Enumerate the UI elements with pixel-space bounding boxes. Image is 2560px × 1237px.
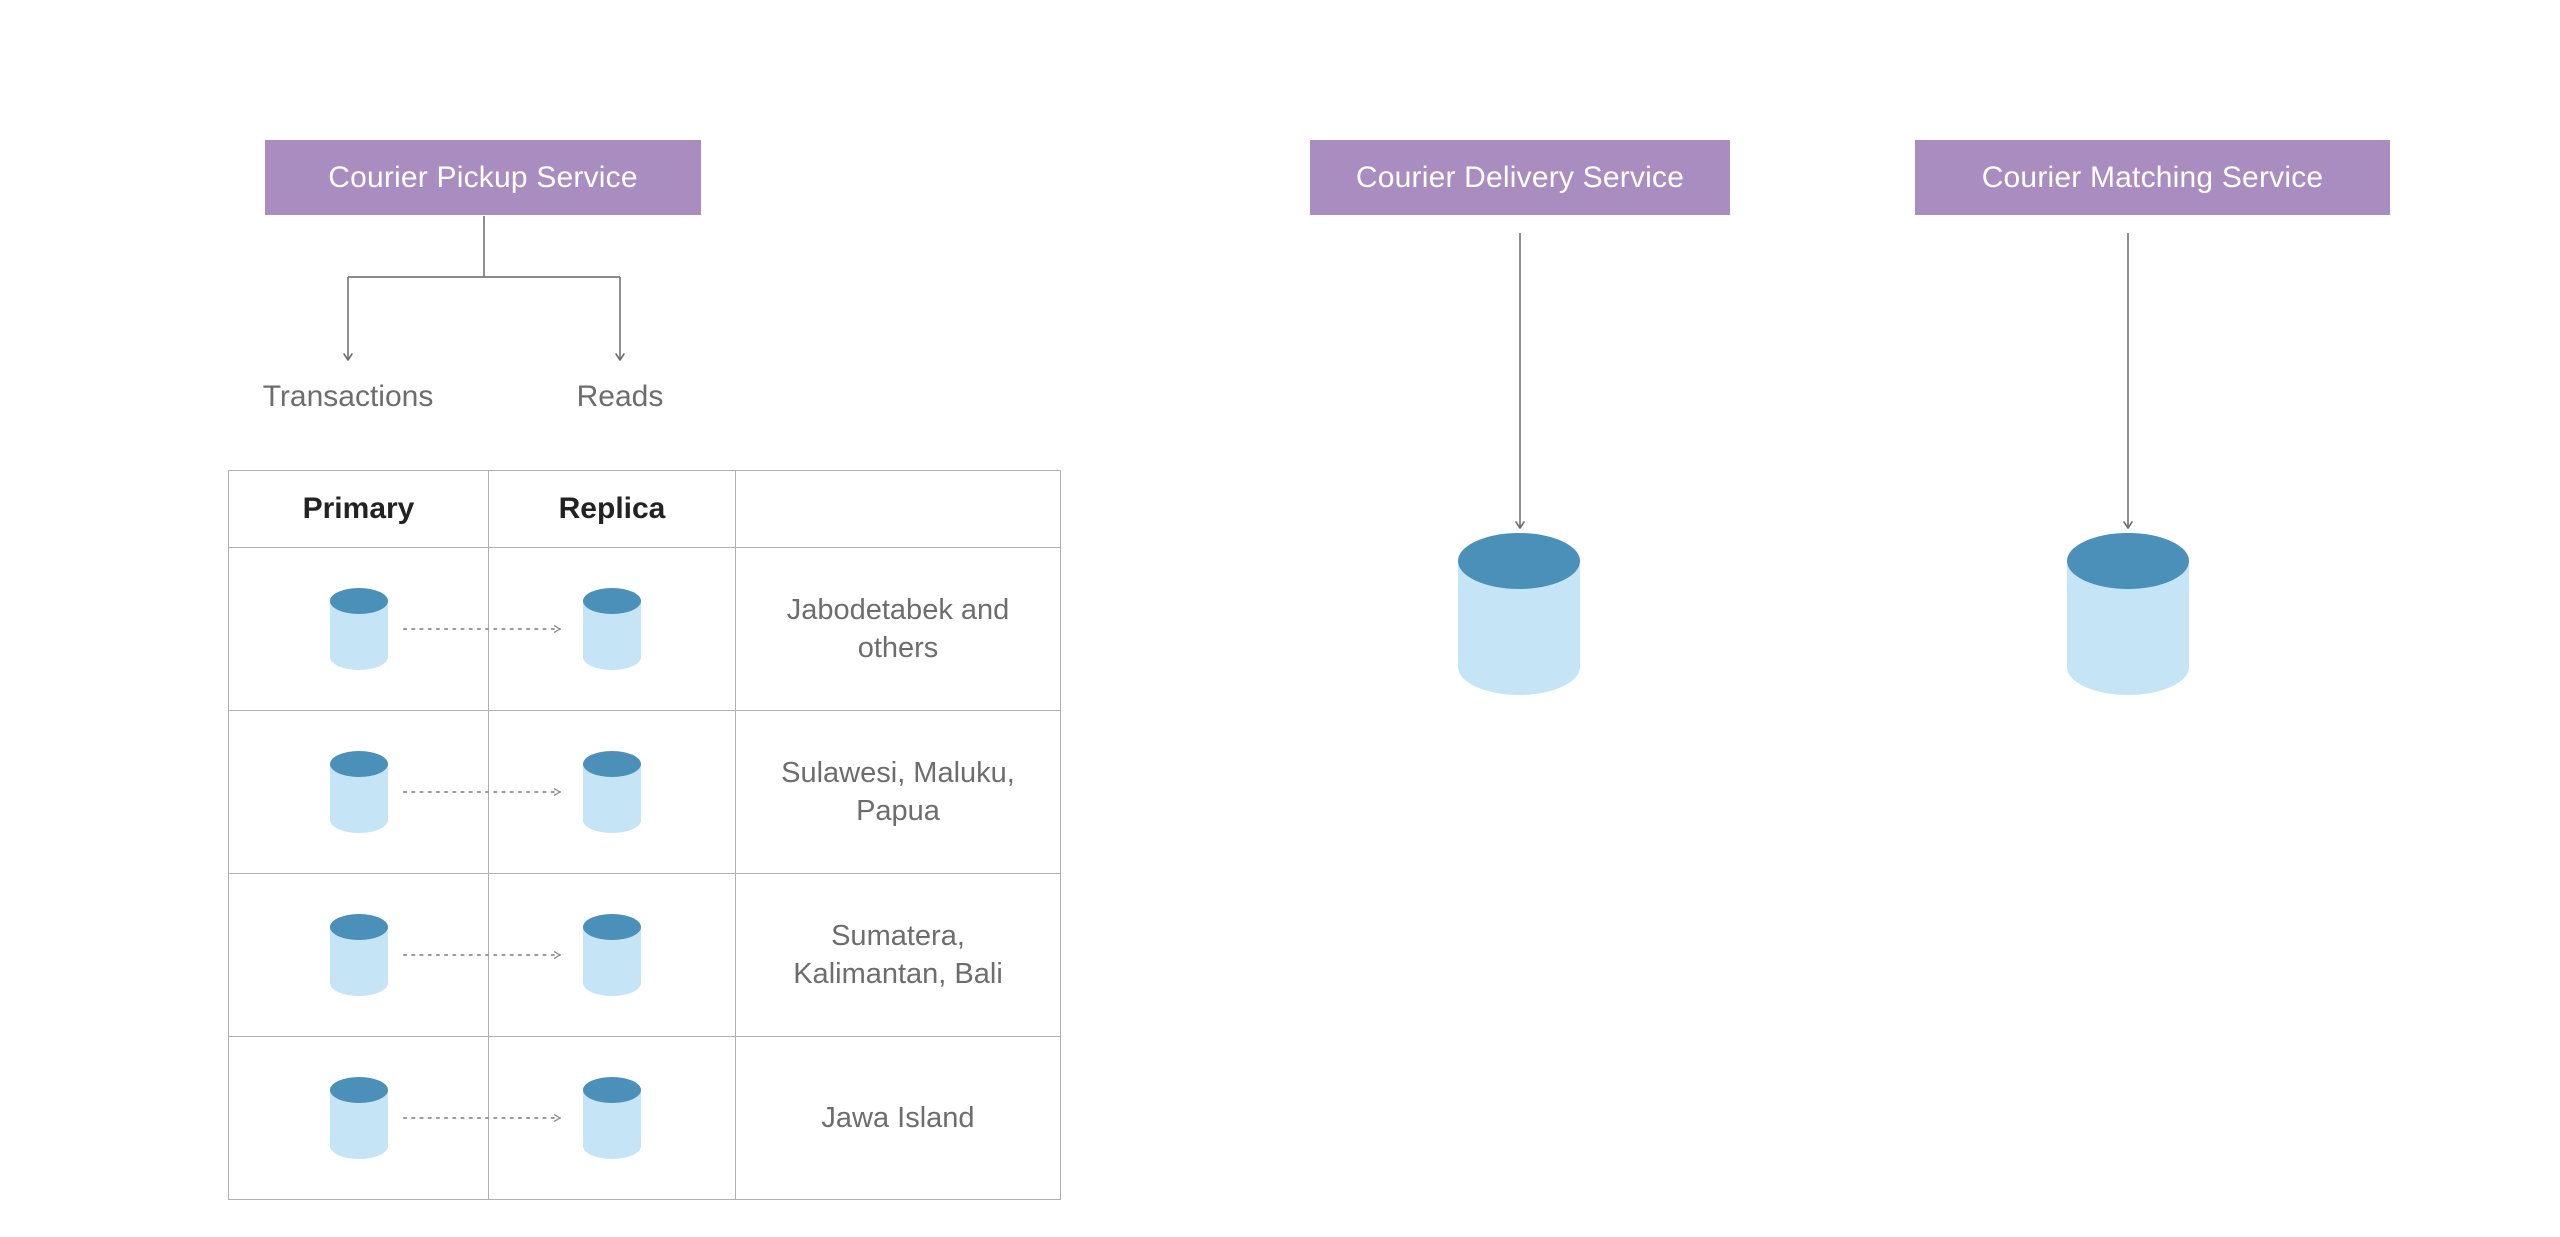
- replication-arrow-icon: [403, 951, 561, 959]
- database-cylinder-icon: [329, 1077, 388, 1159]
- replica-database-cell[interactable]: [488, 1036, 736, 1200]
- service-box-courier-pickup[interactable]: Courier Pickup Service: [265, 140, 701, 215]
- replica-database-cylinder: [489, 1037, 735, 1199]
- region-cell: Sulawesi, Maluku, Papua: [735, 710, 1061, 874]
- table-row: Jabodetabek and others: [228, 547, 1061, 711]
- table-header-region: [735, 470, 1061, 548]
- table-header-replica: Replica: [488, 470, 736, 548]
- service-box-label: Courier Delivery Service: [1355, 160, 1685, 194]
- database-cylinder-icon: [329, 751, 388, 833]
- table-header-row: Primary Replica: [228, 470, 1061, 548]
- branch-label-transactions: Transactions: [262, 380, 434, 413]
- primary-database-cylinder: [229, 711, 488, 873]
- replication-arrow-icon: [403, 1114, 561, 1122]
- primary-database-cylinder: [229, 548, 488, 710]
- branch-label-reads: Reads: [576, 380, 664, 413]
- region-label: Jawa Island: [821, 1101, 975, 1134]
- database-cylinder-icon: [583, 588, 641, 670]
- table-row: Sulawesi, Maluku, Papua: [228, 710, 1061, 874]
- replica-database-cylinder: [489, 874, 735, 1036]
- primary-database-cell[interactable]: [228, 710, 561, 874]
- table-row: Jawa Island: [228, 1036, 1061, 1200]
- delivery-service-database[interactable]: [1455, 530, 1583, 703]
- primary-database-cell[interactable]: [228, 873, 561, 1037]
- matching-service-database[interactable]: [2064, 530, 2192, 703]
- database-cylinder-icon: [583, 751, 641, 833]
- region-label: Sumatera, Kalimantan, Bali: [793, 919, 1003, 990]
- region-cell: Jabodetabek and others: [735, 547, 1061, 711]
- primary-database-cell[interactable]: [228, 1036, 561, 1200]
- service-box-label: Courier Matching Service: [1981, 160, 2324, 194]
- table-header-primary: Primary: [228, 470, 489, 548]
- replica-database-cell[interactable]: [488, 710, 736, 874]
- database-cylinder-icon: [329, 914, 388, 996]
- replica-database-cylinder: [489, 548, 735, 710]
- region-cell: Jawa Island: [735, 1036, 1061, 1200]
- table-row: Sumatera, Kalimantan, Bali: [228, 873, 1061, 1037]
- replication-arrow-icon: [403, 788, 561, 796]
- primary-database-cell[interactable]: [228, 547, 561, 711]
- database-cylinder-icon: [1458, 533, 1580, 695]
- region-cell: Sumatera, Kalimantan, Bali: [735, 873, 1061, 1037]
- service-box-label: Courier Pickup Service: [328, 160, 638, 194]
- service-box-courier-matching[interactable]: Courier Matching Service: [1915, 140, 2390, 215]
- region-label: Sulawesi, Maluku, Papua: [781, 756, 1015, 827]
- replica-database-cylinder: [489, 711, 735, 873]
- table-body: Jabodetabek and others: [228, 547, 1061, 1200]
- database-cylinder-icon: [2067, 533, 2189, 695]
- region-label: Jabodetabek and others: [786, 593, 1010, 664]
- primary-database-cylinder: [229, 874, 488, 1036]
- replication-table: Primary Replica: [228, 470, 1061, 1200]
- service-box-courier-delivery[interactable]: Courier Delivery Service: [1310, 140, 1730, 215]
- primary-database-cylinder: [229, 1037, 488, 1199]
- replication-arrow-icon: [403, 625, 561, 633]
- database-cylinder-icon: [583, 1077, 641, 1159]
- database-cylinder-icon: [583, 914, 641, 996]
- database-cylinder-icon: [329, 588, 388, 670]
